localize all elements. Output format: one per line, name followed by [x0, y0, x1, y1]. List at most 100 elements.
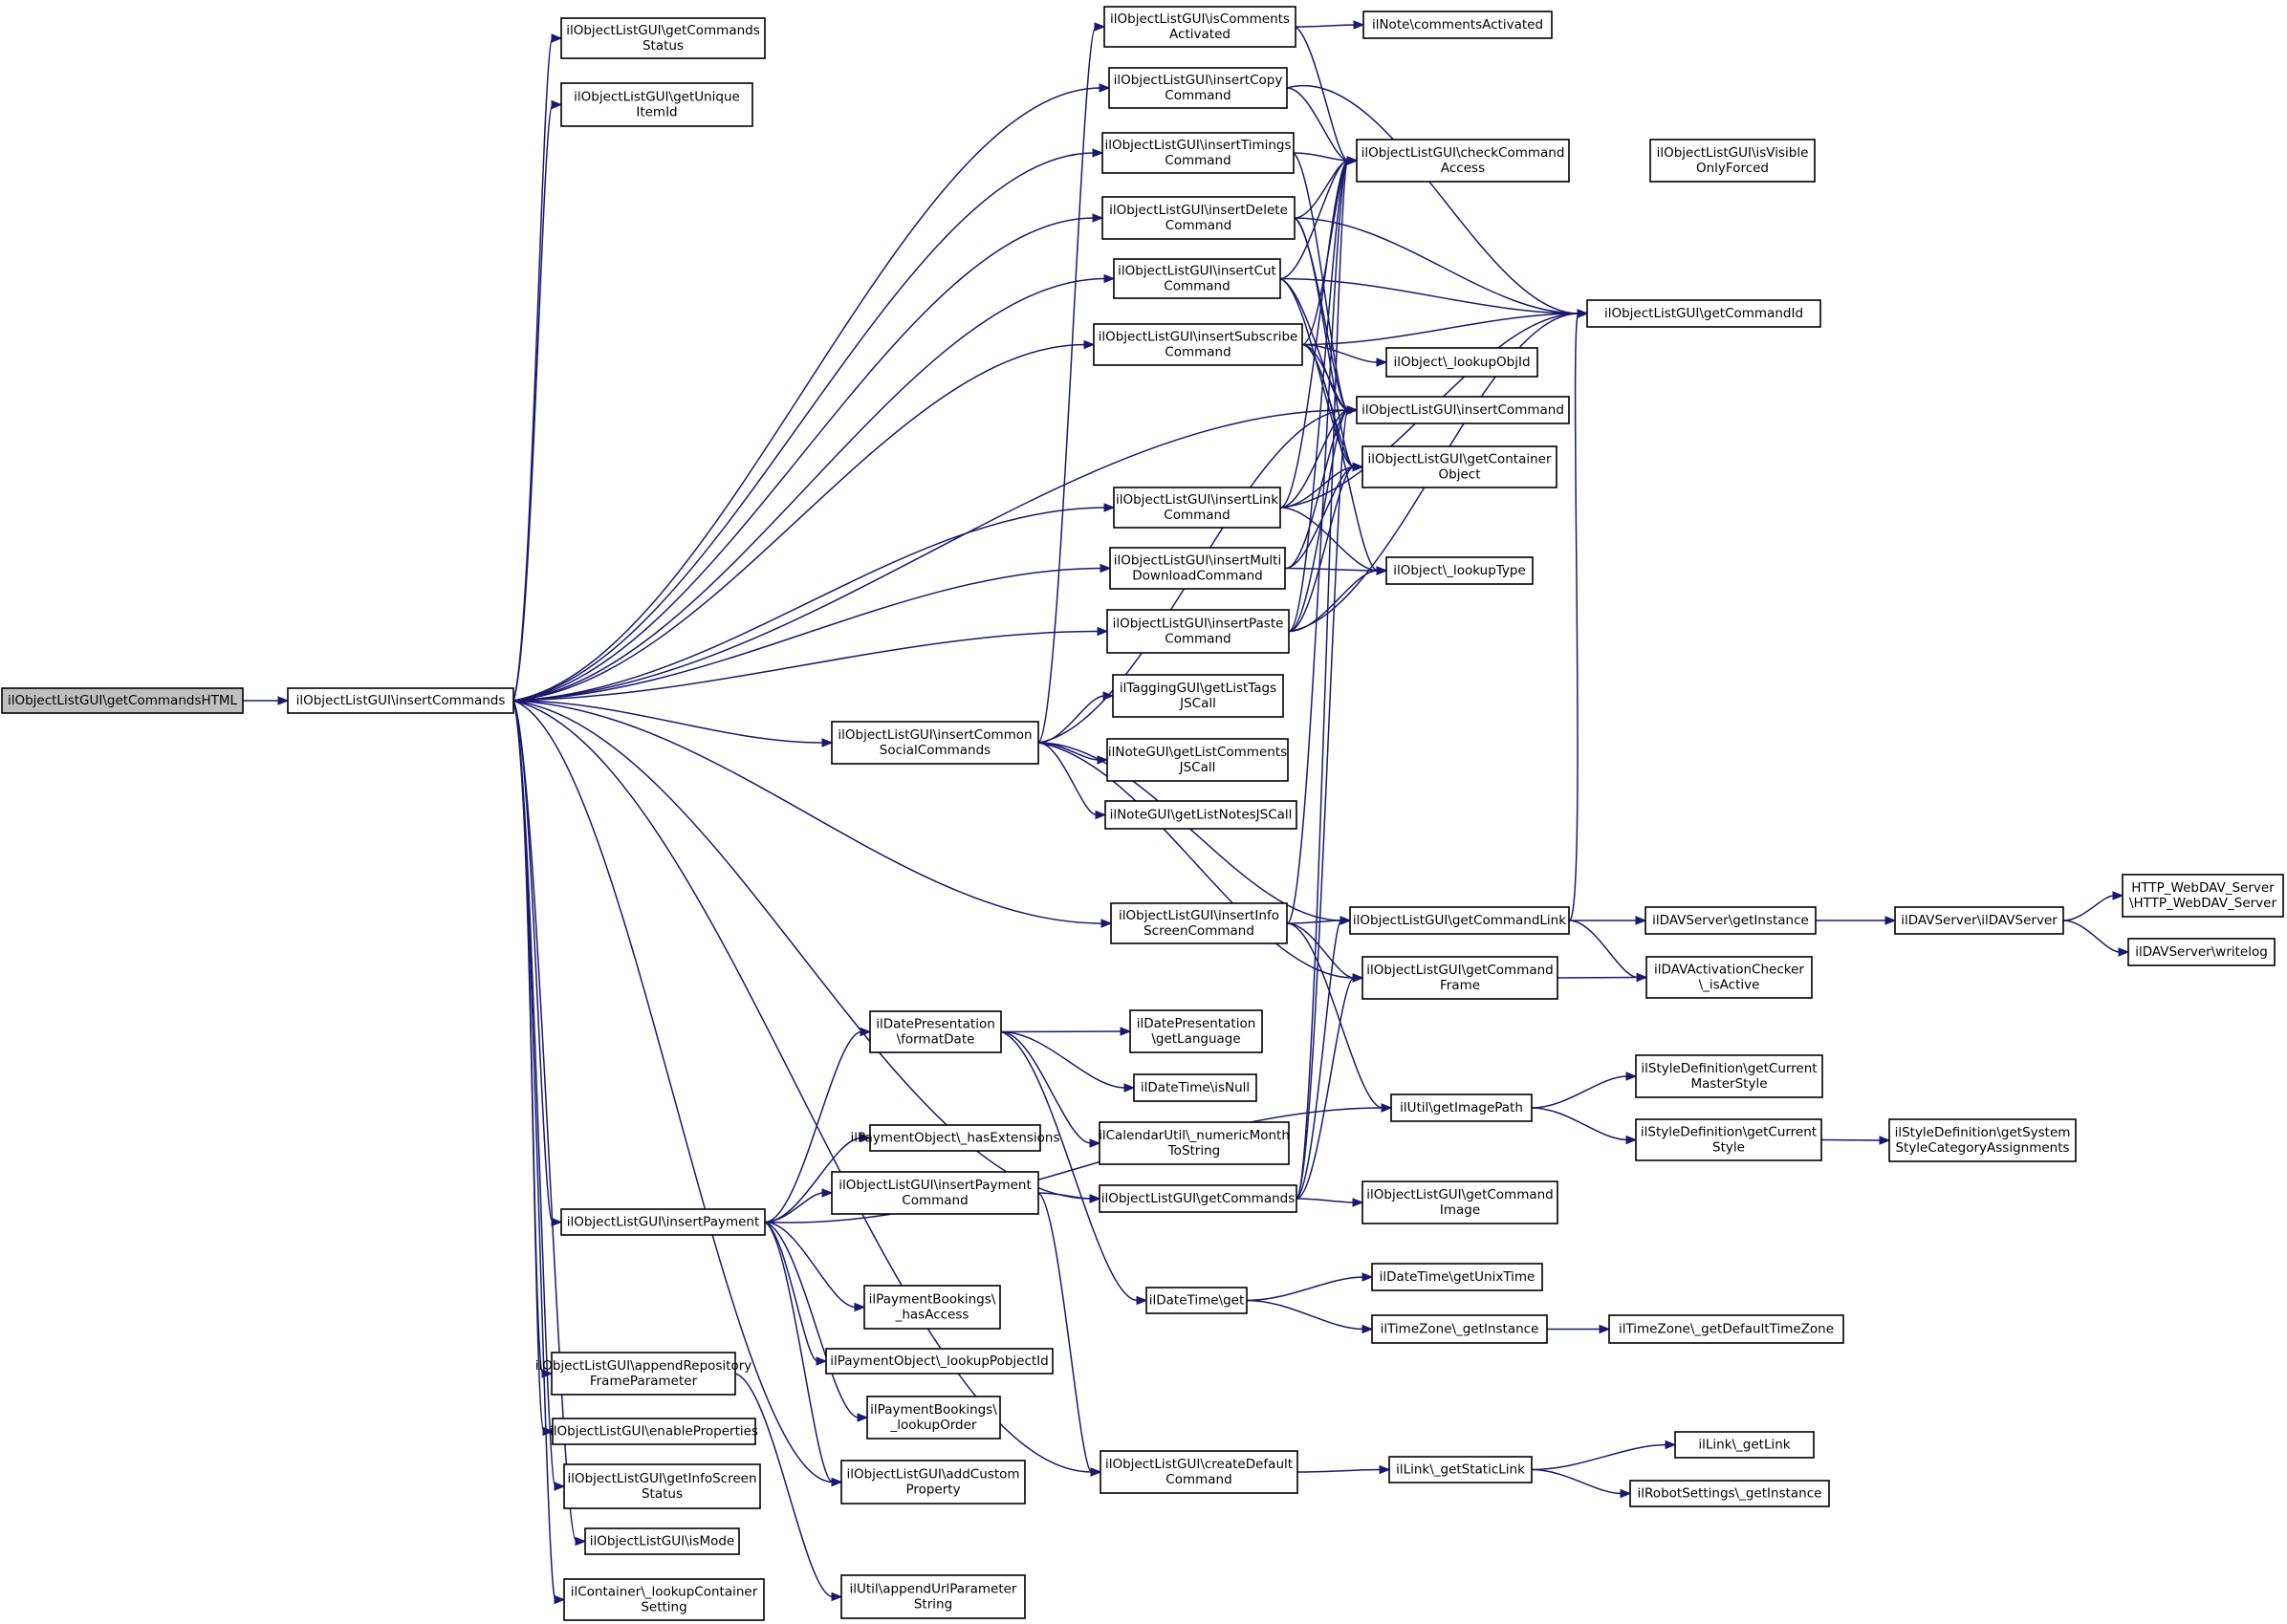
- function-node[interactable]: ilRobotSettings\_getInstance: [1629, 1480, 1830, 1507]
- function-node[interactable]: ilStyleDefinition\getSystemStyleCategory…: [1888, 1118, 2077, 1162]
- edge-line: [1000, 1030, 1122, 1033]
- function-node[interactable]: ilDateTime\isNull: [1133, 1073, 1257, 1102]
- node-label: Status: [642, 1486, 683, 1502]
- call-edge: [1000, 1027, 1132, 1036]
- node-label: ilDAVServer\ilDAVServer: [1901, 913, 2058, 928]
- edge-line: [1279, 160, 1349, 509]
- node-label: ilTaggingGUI\getListTags: [1120, 681, 1276, 696]
- function-node[interactable]: ilDAVActivationChecker\_isActive: [1645, 956, 1813, 999]
- function-node[interactable]: ilObjectListGUI\getCommandId: [1586, 299, 1821, 328]
- function-node[interactable]: ilTimeZone\_getInstance: [1371, 1314, 1548, 1344]
- call-edge: [242, 696, 290, 705]
- edge-arrowhead: [277, 696, 290, 705]
- function-node[interactable]: ilNote\commentsActivated: [1362, 11, 1553, 39]
- edge-line: [1294, 217, 1579, 314]
- node-label: ilNoteGUI\getListComments: [1108, 745, 1287, 760]
- function-node[interactable]: ilObjectListGUI\insertCommands: [287, 687, 514, 714]
- function-node[interactable]: ilObjectListGUI\insertPayment: [560, 1208, 766, 1236]
- function-node[interactable]: ilDAVServer\ilDAVServer: [1894, 906, 2064, 935]
- node-label: ilObjectListGUI\getUnique: [574, 90, 740, 105]
- function-node[interactable]: ilLink\_getLink: [1674, 1431, 1815, 1459]
- function-node[interactable]: ilNoteGUI\getListNotesJSCall: [1104, 800, 1297, 830]
- function-node[interactable]: ilDatePresentation\getLanguage: [1129, 1009, 1263, 1053]
- function-node[interactable]: ilPaymentBookings\_hasAccess: [863, 1285, 1001, 1330]
- function-node[interactable]: ilPaymentObject\_hasExtensions: [850, 1124, 1060, 1152]
- edge-arrowhead: [1376, 566, 1388, 575]
- node-label: ilObjectListGUI\insertInfo: [1119, 908, 1279, 923]
- function-node[interactable]: ilObjectListGUI\insertCommand: [1356, 396, 1570, 424]
- call-edge: [1295, 20, 1365, 30]
- node-label: Object: [1439, 467, 1481, 483]
- root-function-node[interactable]: ilObjectListGUI\getCommandsHTML: [1, 687, 244, 714]
- function-node[interactable]: HTTP_WebDAV_Server\HTTP_WebDAV_Server: [2122, 874, 2284, 918]
- node-label: ilDatePresentation: [1137, 1016, 1256, 1031]
- edge-line: [1286, 922, 1355, 979]
- node-label: Command: [1165, 88, 1231, 103]
- edge-line: [1246, 1276, 1364, 1302]
- function-node[interactable]: ilDatePresentation\formatDate: [869, 1010, 1002, 1053]
- node-label: ilDateTime\get: [1149, 1293, 1245, 1309]
- function-node[interactable]: ilObjectListGUI\appendRepositoryFramePar…: [535, 1352, 752, 1396]
- function-node[interactable]: ilTimeZone\_getDefaultTimeZone: [1608, 1314, 1844, 1344]
- node-box: [866, 1396, 1001, 1440]
- call-edge: [1301, 156, 1359, 346]
- edge-line: [512, 217, 1095, 702]
- call-edge: [512, 563, 1112, 702]
- function-node[interactable]: ilLink\_getStaticLink: [1388, 1456, 1533, 1483]
- node-label: ilObjectListGUI\insertCommand: [1361, 402, 1564, 418]
- node-label: ilPaymentBookings\: [869, 1292, 996, 1308]
- function-node[interactable]: ilDateTime\get: [1145, 1287, 1248, 1314]
- edge-arrowhead: [1089, 1194, 1101, 1203]
- function-node[interactable]: ilObjectListGUI\enableProperties: [550, 1418, 758, 1445]
- function-node[interactable]: ilDAVServer\writelog: [2127, 938, 2276, 966]
- function-node[interactable]: ilObjectListGUI\insertCommonSocialComman…: [831, 721, 1039, 765]
- function-node[interactable]: ilDAVServer\getInstance: [1644, 906, 1817, 935]
- function-node[interactable]: ilPaymentObject\_lookupPobjectId: [825, 1348, 1054, 1375]
- function-node[interactable]: ilObjectListGUI\isMode: [584, 1527, 740, 1555]
- function-node[interactable]: ilObjectListGUI\insertMultiDownloadComma…: [1109, 547, 1286, 590]
- edge-line: [764, 1030, 862, 1223]
- node-label: DownloadCommand: [1132, 569, 1263, 584]
- call-edge: [512, 339, 1096, 702]
- function-node[interactable]: ilObjectListGUI\getCommands: [1099, 1184, 1297, 1213]
- function-node[interactable]: ilObjectListGUI\getCommandLink: [1349, 906, 1570, 935]
- node-label: ilTimeZone\_getInstance: [1381, 1322, 1539, 1337]
- call-edge: [1246, 1272, 1374, 1302]
- function-node[interactable]: ilObject\_lookupType: [1385, 556, 1534, 585]
- edge-arrowhead: [1379, 1464, 1391, 1475]
- function-node[interactable]: ilDateTime\getUnixTime: [1371, 1263, 1543, 1291]
- function-node[interactable]: ilPaymentBookings\_lookupOrder: [866, 1396, 1001, 1440]
- function-node[interactable]: ilUtil\getImagePath: [1390, 1093, 1533, 1122]
- function-node[interactable]: ilObject\_lookupObjId: [1385, 347, 1538, 378]
- node-box: [1349, 906, 1570, 935]
- edge-arrowhead: [1635, 916, 1647, 925]
- node-label: \formatDate: [897, 1032, 975, 1048]
